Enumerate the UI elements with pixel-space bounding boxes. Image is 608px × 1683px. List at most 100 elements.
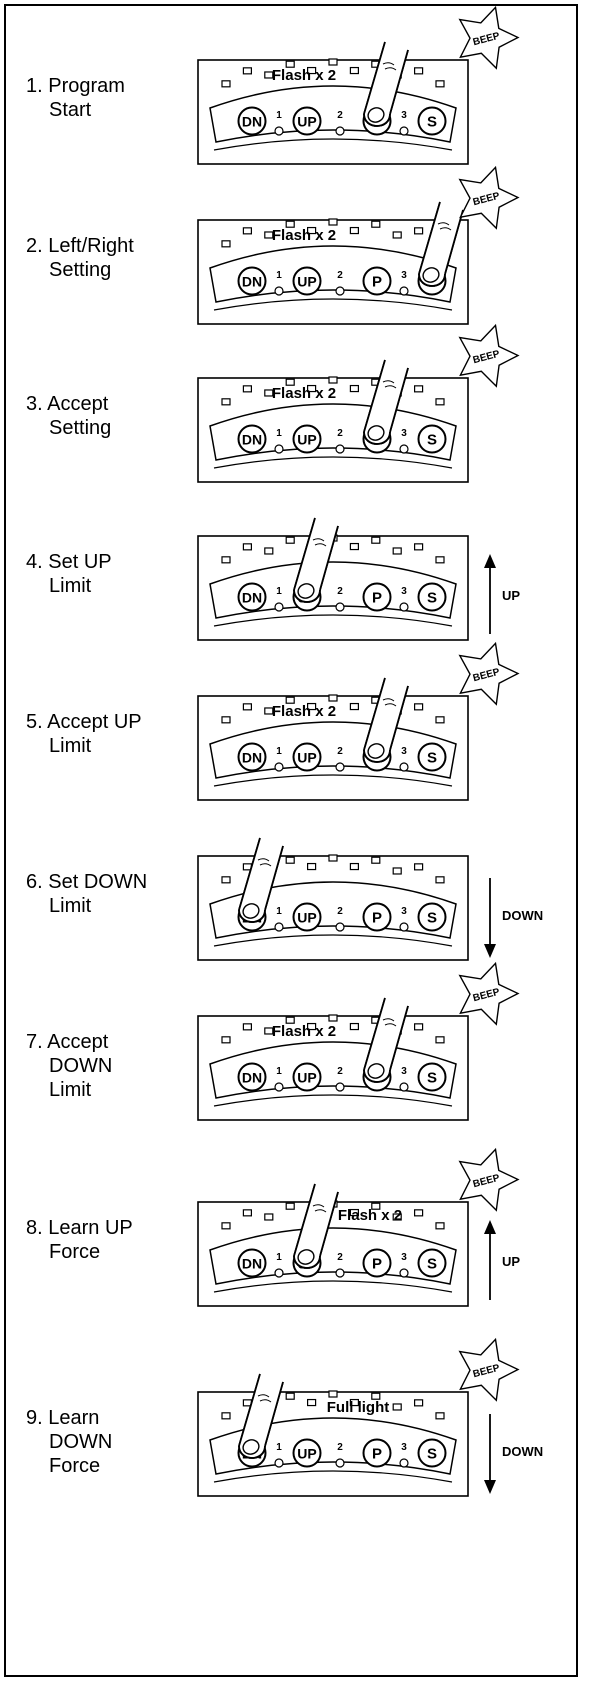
- led-indicator: [371, 220, 381, 228]
- led-indicator: [414, 1023, 424, 1031]
- led-indicator: [349, 1208, 359, 1217]
- led-indicator: [328, 694, 338, 702]
- button-label: S: [427, 432, 437, 449]
- step-title: Accept UP: [42, 711, 142, 733]
- step-label-line: Limit: [49, 895, 92, 917]
- led-indicator: [392, 547, 402, 555]
- step-label-line: 3. Accept: [26, 392, 111, 416]
- led-number: 2: [337, 1066, 343, 1077]
- status-led: [399, 286, 409, 296]
- button-ring: [362, 902, 392, 932]
- button-dn: DN: [237, 424, 267, 454]
- led-indicator: [285, 1202, 295, 1210]
- button-label: UP: [297, 910, 316, 926]
- led-number: 1: [276, 746, 282, 757]
- button-s: S: [417, 582, 447, 612]
- fingernail: [297, 583, 315, 599]
- finger-fill: [419, 202, 463, 274]
- led-indicator: [221, 556, 231, 564]
- status-led: [399, 1082, 409, 1092]
- button-ring: [417, 742, 447, 772]
- diagram-frame: [4, 4, 578, 1677]
- beep-star-outline: [458, 323, 520, 388]
- arrow-label: UP: [502, 1254, 520, 1269]
- arrow-down-icon: [484, 944, 496, 958]
- led-indicator: [285, 1016, 295, 1024]
- fingernail: [367, 1063, 385, 1079]
- led-indicator: [221, 1412, 231, 1420]
- button-up: UP: [292, 424, 322, 454]
- led-number: 3: [401, 586, 407, 597]
- led-number: 3: [401, 906, 407, 917]
- led-indicator: [285, 1392, 295, 1400]
- button-p: P: [362, 902, 392, 932]
- status-led: [274, 602, 284, 612]
- button-ring: [417, 902, 447, 932]
- led-indicator: [435, 876, 445, 884]
- step-title: Set DOWN: [42, 871, 148, 893]
- led-indicator: [285, 60, 295, 68]
- led-indicator: [414, 67, 424, 75]
- led-indicator: [285, 856, 295, 864]
- led-indicator: [435, 1412, 445, 1420]
- button-label: P: [372, 590, 382, 607]
- button-s: S: [417, 1248, 447, 1278]
- led-indicator: [371, 856, 381, 864]
- step-label-line: Limit: [49, 1079, 92, 1101]
- direction-arrow-down: DOWN: [484, 878, 543, 958]
- led-indicator: [285, 378, 295, 386]
- button-label: DN: [242, 432, 262, 448]
- button-dn: DN: [237, 266, 267, 296]
- led-indicator: [414, 703, 424, 711]
- button-label: UP: [297, 274, 316, 290]
- arrow-up-icon: [484, 554, 496, 568]
- led-number: 1: [276, 586, 282, 597]
- led-indicator: [242, 227, 252, 235]
- step-number: 2.: [26, 235, 43, 257]
- finger-icon: [293, 1183, 339, 1269]
- led-indicator: [414, 385, 424, 393]
- knuckle-lines: [257, 858, 272, 867]
- button-ring: [237, 266, 267, 296]
- led-indicator: [264, 547, 274, 555]
- step-label-line: Setting: [49, 417, 112, 439]
- button-label: UP: [297, 114, 316, 130]
- button-label: P: [372, 274, 382, 291]
- status-led: [335, 1268, 345, 1278]
- finger-fill: [364, 42, 408, 114]
- led-number: 2: [337, 746, 343, 757]
- led-number: 2: [337, 428, 343, 439]
- finger-icon: [363, 359, 409, 445]
- beep-star-icon: BEEP: [458, 961, 520, 1026]
- led-indicator: [221, 240, 231, 248]
- panel-status-text: Flash x 2: [272, 67, 336, 84]
- keypad-base-curve: [213, 298, 453, 311]
- button-label: S: [427, 590, 437, 607]
- step-4: DNUPPS123UP: [197, 517, 520, 641]
- arrow-label: UP: [502, 588, 520, 603]
- button-ring: [237, 742, 267, 772]
- led-number: 2: [337, 110, 343, 121]
- finger-fill: [364, 998, 408, 1070]
- button-label: S: [427, 750, 437, 767]
- led-indicator: [242, 1023, 252, 1031]
- led-indicator: [242, 385, 252, 393]
- button-label: S: [427, 1070, 437, 1087]
- button-ring: [292, 1438, 322, 1468]
- step-title: Left/Right: [42, 235, 134, 257]
- button-ring: [237, 424, 267, 454]
- button-up: UP: [292, 1438, 322, 1468]
- fingernail: [297, 1249, 315, 1265]
- beep-star-outline: [458, 1147, 520, 1212]
- led-indicator: [307, 1022, 317, 1031]
- led-indicator: [414, 1209, 424, 1217]
- button-label: S: [427, 910, 437, 927]
- led-indicator: [221, 876, 231, 884]
- led-indicator: [349, 702, 359, 711]
